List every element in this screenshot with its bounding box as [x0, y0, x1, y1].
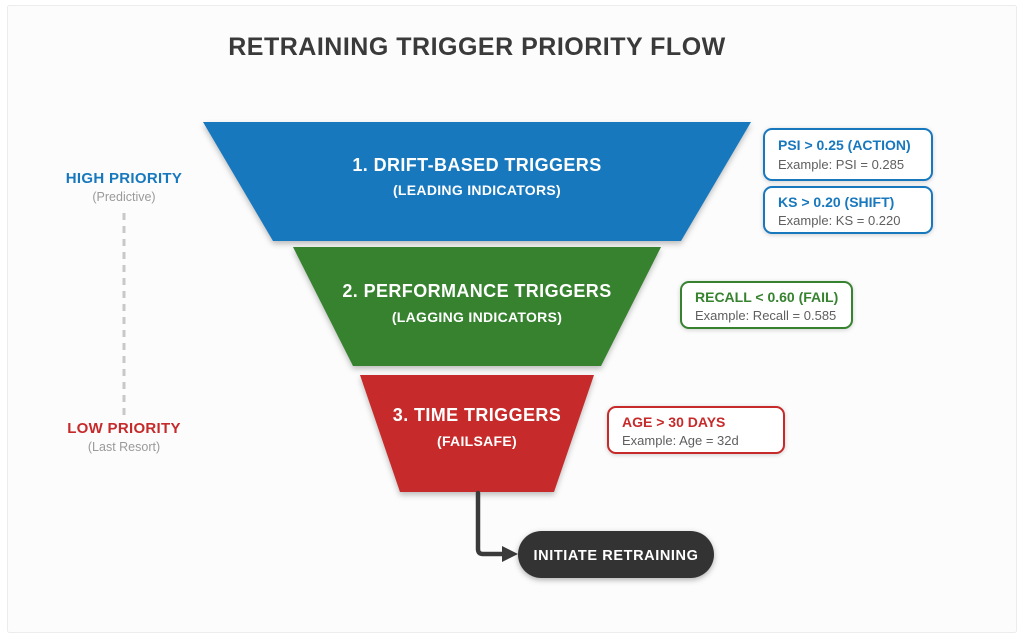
funnel-level-2-shape: [293, 247, 661, 366]
funnel-level-1-subtitle: (LEADING INDICATORS): [393, 182, 561, 198]
high-priority-label: HIGH PRIORITY: [66, 170, 182, 187]
callout-psi-box: [763, 128, 933, 181]
connector-arrow: [475, 490, 518, 562]
callout-psi: PSI > 0.25 (ACTION) Example: PSI = 0.285: [763, 128, 933, 181]
callout-ks: KS > 0.20 (SHIFT) Example: KS = 0.220: [763, 186, 933, 234]
low-priority-sublabel: (Last Resort): [88, 440, 160, 454]
funnel-level-time: 3. TIME TRIGGERS (FAILSAFE): [360, 375, 594, 492]
connector-elbow-line: [475, 490, 506, 557]
funnel-level-performance: 2. PERFORMANCE TRIGGERS (LAGGING INDICAT…: [293, 247, 661, 366]
callout-ks-box: [763, 186, 933, 234]
callout-recall-example: Example: Recall = 0.585: [695, 308, 836, 323]
funnel-level-drift: 1. DRIFT-BASED TRIGGERS (LEADING INDICAT…: [203, 122, 751, 241]
callout-age-example: Example: Age = 32d: [622, 433, 739, 448]
funnel-level-3-subtitle: (FAILSAFE): [437, 433, 517, 449]
funnel-level-3-shape: [360, 375, 594, 492]
callout-recall-title: RECALL < 0.60 (FAIL): [695, 289, 838, 305]
initiate-retraining-node: INITIATE RETRAINING: [518, 531, 714, 578]
callout-psi-example: Example: PSI = 0.285: [778, 157, 904, 172]
callout-ks-example: Example: KS = 0.220: [778, 213, 901, 228]
funnel-level-2-subtitle: (LAGGING INDICATORS): [392, 309, 562, 325]
callout-age: AGE > 30 DAYS Example: Age = 32d: [607, 406, 785, 454]
funnel-level-1-shape: [203, 122, 751, 241]
high-priority-sublabel: (Predictive): [92, 190, 155, 204]
callout-recall-box: [680, 281, 853, 329]
page-title: RETRAINING TRIGGER PRIORITY FLOW: [228, 33, 725, 61]
callout-age-title: AGE > 30 DAYS: [622, 414, 725, 430]
funnel-level-1-title: 1. DRIFT-BASED TRIGGERS: [352, 155, 601, 175]
callout-recall: RECALL < 0.60 (FAIL) Example: Recall = 0…: [680, 281, 853, 329]
low-priority-label: LOW PRIORITY: [67, 420, 181, 437]
connector-arrowhead-icon: [502, 546, 518, 562]
funnel-level-2-title: 2. PERFORMANCE TRIGGERS: [342, 281, 611, 301]
callout-age-box: [607, 406, 785, 454]
callout-ks-title: KS > 0.20 (SHIFT): [778, 194, 894, 210]
initiate-retraining-pill: [518, 531, 714, 578]
priority-axis: HIGH PRIORITY (Predictive) LOW PRIORITY …: [66, 170, 182, 454]
initiate-retraining-label: INITIATE RETRAINING: [534, 548, 699, 564]
funnel-level-3-title: 3. TIME TRIGGERS: [393, 405, 561, 425]
callout-psi-title: PSI > 0.25 (ACTION): [778, 137, 911, 153]
